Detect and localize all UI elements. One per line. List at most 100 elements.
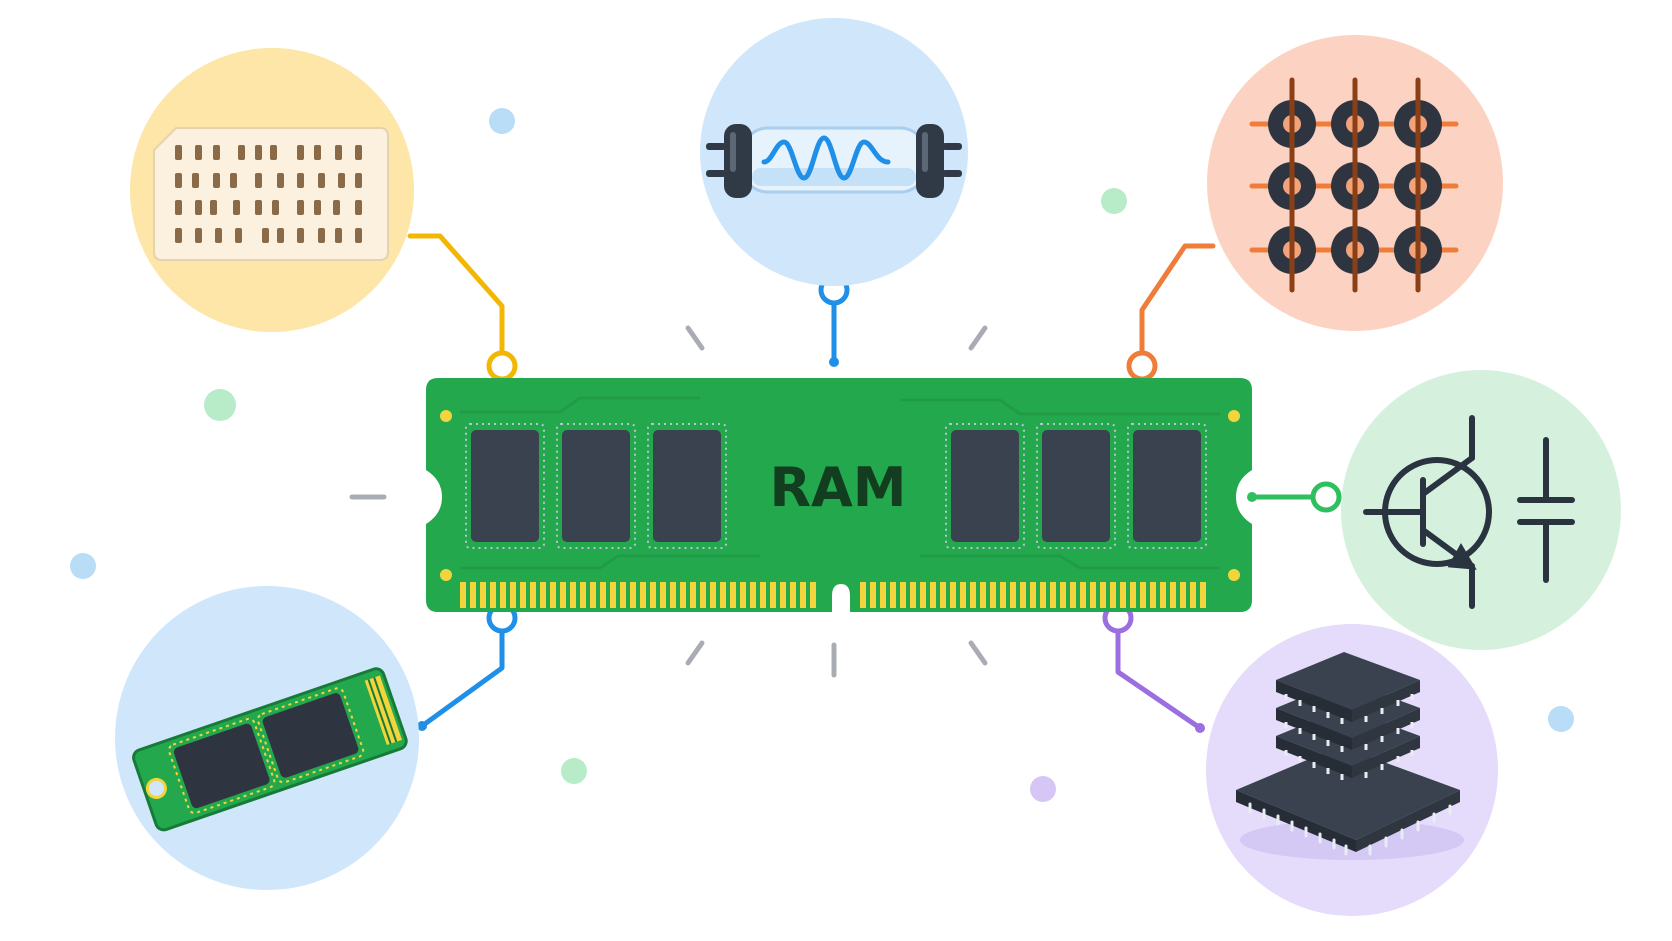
tick-mark: [968, 640, 988, 666]
memory-chip: [1042, 430, 1110, 542]
contact-pin: [550, 582, 556, 608]
node-m2-module: [115, 586, 419, 890]
contact-pin: [1090, 582, 1096, 608]
contact-pin: [710, 582, 716, 608]
connector-node: [1126, 350, 1158, 382]
contact-pin: [720, 582, 726, 608]
connector-punch-card: [407, 233, 505, 355]
memory-chip: [471, 430, 539, 542]
stacked-chip-icon: [1236, 652, 1464, 860]
contact-pin: [970, 582, 976, 608]
contact-pin: [930, 582, 936, 608]
contact-pin: [1050, 582, 1056, 608]
m2-module-icon: [132, 667, 408, 832]
contact-pin: [740, 582, 746, 608]
contact-pin: [470, 582, 476, 608]
contact-pin: [590, 582, 596, 608]
contact-pin: [1110, 582, 1116, 608]
contact-pin: [670, 582, 676, 608]
connector-m2-module: [419, 628, 505, 729]
contact-pin: [580, 582, 586, 608]
contact-pin: [940, 582, 946, 608]
contact-pin: [510, 582, 516, 608]
contact-pin: [1060, 582, 1066, 608]
contact-pin: [790, 582, 796, 608]
node-core-memory: [1207, 35, 1503, 331]
contact-pin: [810, 582, 816, 608]
ram-label: RAM: [769, 456, 906, 519]
contact-pin: [900, 582, 906, 608]
decor-dot: [561, 758, 587, 784]
contact-pin: [990, 582, 996, 608]
contact-pin: [630, 582, 636, 608]
tick-mark: [685, 640, 705, 666]
contact-pin: [1100, 582, 1106, 608]
contact-pin: [750, 582, 756, 608]
node-punch-card: [130, 48, 414, 332]
memory-chip: [653, 430, 721, 542]
contact-pin: [650, 582, 656, 608]
contact-pin: [560, 582, 566, 608]
contact-pin: [520, 582, 526, 608]
gold-contacts: [460, 582, 1206, 608]
connector-stacked-chips: [1115, 628, 1203, 731]
contact-pin: [680, 582, 686, 608]
contact-pin: [690, 582, 696, 608]
contact-pin: [1160, 582, 1166, 608]
connector-node: [417, 721, 427, 731]
decor-dot: [1030, 776, 1056, 802]
memory-chip: [951, 430, 1019, 542]
contact-pin: [1190, 582, 1196, 608]
contact-pin: [800, 582, 806, 608]
decor-dot: [204, 389, 236, 421]
contact-pin: [1150, 582, 1156, 608]
contact-pin: [1070, 582, 1076, 608]
contact-pin: [760, 582, 766, 608]
connector-core-memory: [1139, 243, 1216, 355]
contact-pin: [1170, 582, 1176, 608]
memory-chip: [562, 430, 630, 542]
punch-card-icon: [153, 127, 389, 261]
contact-pin: [910, 582, 916, 608]
memory-chips: [465, 423, 1207, 549]
contact-pin: [610, 582, 616, 608]
tick-mark: [968, 325, 988, 351]
decor-dot: [1101, 188, 1127, 214]
contact-pin: [1040, 582, 1046, 608]
contact-pin: [1020, 582, 1026, 608]
contact-pin: [600, 582, 606, 608]
contact-pin: [460, 582, 466, 608]
decor-dot: [70, 553, 96, 579]
contact-pin: [880, 582, 886, 608]
connector-node: [1310, 481, 1342, 513]
contact-pin: [1120, 582, 1126, 608]
contact-pin: [530, 582, 536, 608]
contact-pin: [980, 582, 986, 608]
contact-pin: [780, 582, 786, 608]
contact-pin: [640, 582, 646, 608]
node-delay-line-tube: [700, 18, 968, 286]
node-transistor-capacitor: [1341, 370, 1621, 650]
connector-node: [829, 357, 839, 367]
connector-node: [486, 350, 518, 382]
contact-pin: [700, 582, 706, 608]
contact-pin: [1140, 582, 1146, 608]
memory-chip: [1133, 430, 1201, 542]
bubble-background: [1341, 370, 1621, 650]
contact-pin: [1130, 582, 1136, 608]
contact-pin: [540, 582, 546, 608]
contact-pin: [500, 582, 506, 608]
contact-pin: [480, 582, 486, 608]
vacuum-tube-icon: [706, 124, 962, 198]
radiating-ticks: [349, 325, 988, 678]
contact-pin: [870, 582, 876, 608]
decor-dots: [70, 108, 1574, 802]
node-stacked-chips: [1206, 624, 1498, 916]
contact-pin: [620, 582, 626, 608]
contact-pin: [860, 582, 866, 608]
transistor-capacitor-icon: [1363, 415, 1575, 609]
contact-pin: [1080, 582, 1086, 608]
contact-pin: [950, 582, 956, 608]
